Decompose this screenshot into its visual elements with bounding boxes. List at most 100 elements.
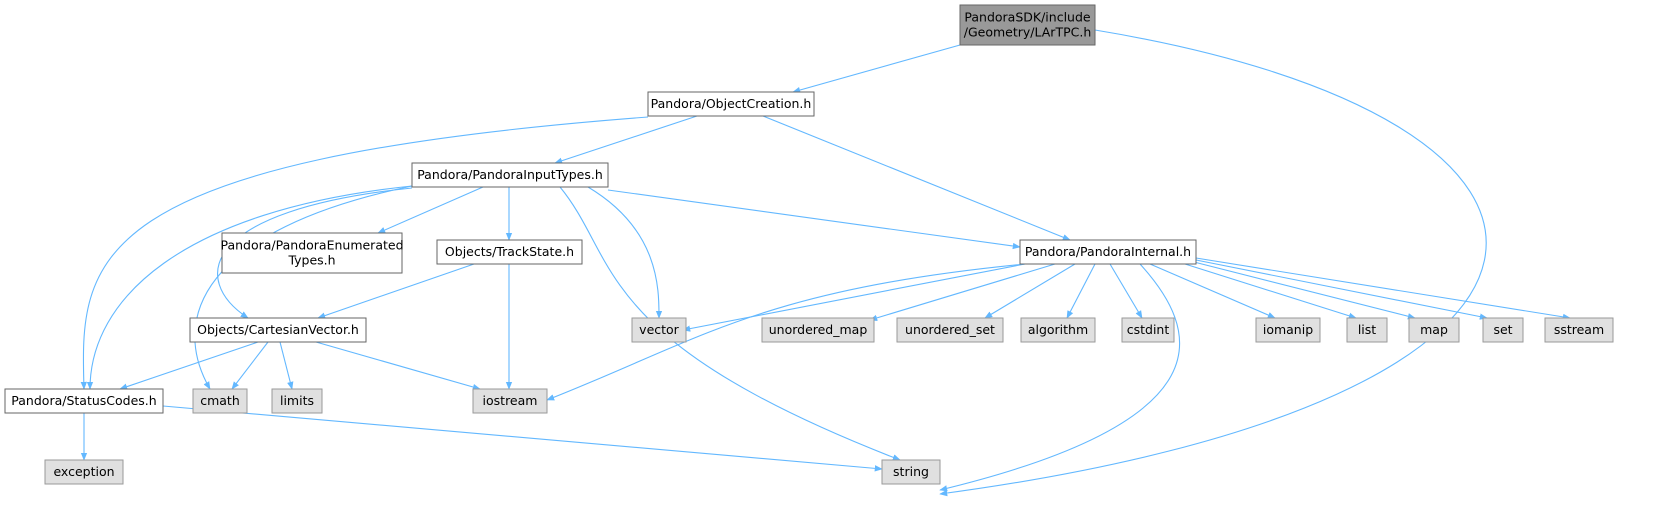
edge-pandorainternal-to-iomanip — [1149, 263, 1276, 319]
edge-cartesianvector-to-iostream — [315, 341, 481, 391]
edge-cartesianvector-to-limits — [279, 341, 294, 390]
edge-pandorainputtypes-to-statuscodes — [86, 185, 413, 390]
edge-pandorainputtypes-to-string — [559, 186, 901, 461]
edge-pandorainternal-to-vector — [682, 263, 1026, 332]
node-box-string — [881, 459, 941, 485]
node-box-trackstate — [436, 239, 583, 265]
edge-cartesianvector-to-cmath — [231, 341, 269, 390]
node-limits: limits — [271, 388, 323, 414]
edge-statuscodes-to-string — [162, 405, 883, 472]
node-sstream: sstream — [1544, 317, 1614, 343]
edge-pandorainternal-to-algorithm — [1066, 263, 1096, 319]
node-box-exception — [44, 459, 124, 485]
edge-pandorainternal-to-unordered_map — [869, 263, 1056, 321]
node-unordered_map: unordered_map — [761, 317, 875, 343]
node-label-vector: vector — [639, 322, 680, 337]
nodes-layer: PandoraSDK/include/Geometry/LArTPC.hPand… — [4, 4, 1614, 485]
node-label-list: list — [1358, 322, 1376, 337]
node-label-pandoraenumeratedtypes-line-1: Pandora/PandoraEnumerated — [220, 238, 403, 253]
edge-pandorainternal-to-string — [939, 263, 1181, 492]
node-label-limits: limits — [280, 393, 314, 408]
node-cmath: cmath — [192, 388, 248, 414]
node-map: map — [1408, 317, 1460, 343]
node-label-lartpc-line-2: /Geometry/LArTPC.h — [964, 25, 1092, 40]
node-box-map — [1408, 317, 1460, 343]
node-algorithm: algorithm — [1020, 317, 1096, 343]
node-label-unordered_map: unordered_map — [769, 322, 868, 337]
edge-pandorainputtypes-to-vector — [587, 186, 663, 319]
edge-pandorainternal-to-unordered_set — [984, 263, 1076, 319]
node-pandorainputtypes[interactable]: Pandora/PandoraInputTypes.h — [411, 162, 609, 188]
node-label-string: string — [893, 464, 929, 479]
node-box-lartpc — [959, 4, 1096, 46]
node-label-sstream: sstream — [1554, 322, 1604, 337]
edge-lartpc-to-string — [939, 29, 1487, 497]
node-label-objectcreation: Pandora/ObjectCreation.h — [651, 96, 812, 111]
node-box-list — [1346, 317, 1388, 343]
edges-layer — [80, 29, 1571, 497]
node-cartesianvector[interactable]: Objects/CartesianVector.h — [189, 317, 367, 343]
edge-objectcreation-to-statuscodes — [80, 116, 649, 390]
edge-trackstate-to-cartesianvector — [317, 263, 475, 319]
node-box-pandorainputtypes — [411, 162, 609, 188]
node-label-lartpc-line-1: PandoraSDK/include — [964, 10, 1091, 25]
node-box-unordered_map — [761, 317, 875, 343]
node-box-cmath — [192, 388, 248, 414]
node-objectcreation[interactable]: Pandora/ObjectCreation.h — [647, 91, 815, 117]
edge-pandorainternal-to-sstream — [1195, 257, 1571, 321]
edge-pandorainputtypes-to-pandoraenumeratedtypes — [377, 186, 484, 234]
edge-pandorainputtypes-to-cmath — [194, 185, 413, 390]
node-label-exception: exception — [53, 464, 114, 479]
node-label-map: map — [1420, 322, 1448, 337]
node-string: string — [881, 459, 941, 485]
node-iostream: iostream — [472, 388, 548, 414]
node-list: list — [1346, 317, 1388, 343]
edge-pandorainternal-to-map — [1193, 261, 1416, 320]
edge-objectcreation-to-pandorainputtypes — [554, 115, 698, 164]
node-set: set — [1482, 317, 1524, 343]
node-box-iostream — [472, 388, 548, 414]
node-label-unordered_set: unordered_set — [905, 322, 995, 337]
node-label-iomanip: iomanip — [1263, 322, 1313, 337]
node-label-set: set — [1493, 322, 1512, 337]
node-vector: vector — [631, 317, 687, 343]
node-pandorainternal[interactable]: Pandora/PandoraInternal.h — [1019, 239, 1197, 265]
node-trackstate[interactable]: Objects/TrackState.h — [436, 239, 583, 265]
node-label-cartesianvector: Objects/CartesianVector.h — [197, 322, 359, 337]
node-box-sstream — [1544, 317, 1614, 343]
edge-objectcreation-to-pandorainternal — [762, 115, 1071, 241]
node-exception: exception — [44, 459, 124, 485]
node-box-set — [1482, 317, 1524, 343]
node-lartpc[interactable]: PandoraSDK/include/Geometry/LArTPC.h — [959, 4, 1096, 46]
edge-lartpc-to-objectcreation — [792, 44, 961, 94]
node-label-trackstate: Objects/TrackState.h — [445, 244, 574, 259]
node-box-limits — [271, 388, 323, 414]
node-box-cstdint — [1121, 317, 1175, 343]
node-box-pandoraenumeratedtypes — [221, 232, 403, 274]
node-box-cartesianvector — [189, 317, 367, 343]
node-label-statuscodes: Pandora/StatusCodes.h — [11, 393, 156, 408]
node-label-pandoraenumeratedtypes-line-2: Types.h — [287, 253, 335, 268]
edge-pandorainternal-to-list — [1184, 263, 1357, 319]
node-box-vector — [631, 317, 687, 343]
node-iomanip: iomanip — [1255, 317, 1321, 343]
node-statuscodes[interactable]: Pandora/StatusCodes.h — [4, 388, 164, 414]
edge-pandorainternal-to-set — [1195, 259, 1488, 320]
node-box-objectcreation — [647, 91, 815, 117]
node-label-pandorainputtypes: Pandora/PandoraInputTypes.h — [417, 167, 603, 182]
node-box-unordered_set — [896, 317, 1004, 343]
edge-pandorainputtypes-to-pandorainternal — [607, 189, 1021, 250]
node-label-algorithm: algorithm — [1028, 322, 1088, 337]
node-label-cmath: cmath — [200, 393, 240, 408]
node-label-cstdint: cstdint — [1127, 322, 1170, 337]
node-box-pandorainternal — [1019, 239, 1197, 265]
edge-pandorainternal-to-iostream — [546, 263, 1026, 401]
node-cstdint: cstdint — [1121, 317, 1175, 343]
edge-pandorainternal-to-cstdint — [1109, 263, 1143, 319]
edge-cartesianvector-to-statuscodes — [119, 341, 259, 390]
node-label-pandorainternal: Pandora/PandoraInternal.h — [1025, 244, 1191, 259]
node-label-iostream: iostream — [483, 393, 538, 408]
node-box-algorithm — [1020, 317, 1096, 343]
